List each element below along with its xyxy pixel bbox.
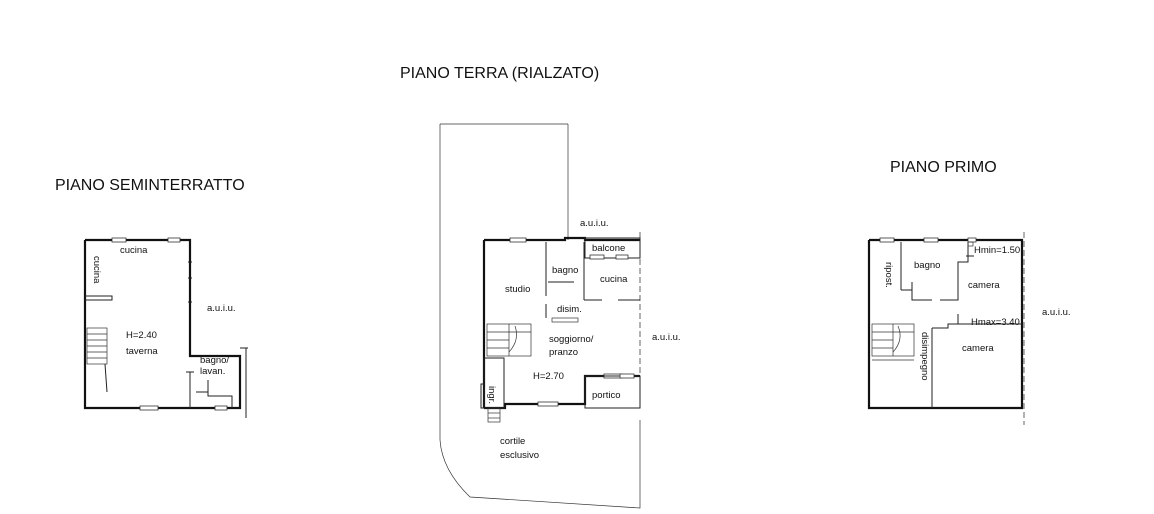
room-cucina-top: cucina [120, 245, 148, 256]
room-portico: portico [592, 390, 621, 401]
label-cortile: cortile [500, 436, 525, 447]
room-camera-bottom: camera [962, 343, 994, 354]
room-bagno-terra: bagno [552, 265, 578, 276]
room-studio: studio [505, 284, 530, 295]
room-height-terra: H=2.70 [533, 371, 564, 382]
title-piano-seminterrato: PIANO SEMINTERRATTO [55, 177, 245, 194]
room-cucina-side: cucina [91, 256, 102, 284]
plan-primo: Hmin=1.50 bagno ripost. camera Hmax=3.40… [867, 232, 1071, 425]
room-disimpegno-terra: disim. [557, 304, 582, 315]
room-cucina-terra: cucina [600, 274, 628, 285]
room-ingresso: ingr. [486, 386, 497, 404]
room-camera-top: camera [968, 280, 1000, 291]
room-pranzo: pranzo [549, 347, 578, 358]
room-soggiorno: soggiorno/ [549, 334, 594, 345]
room-height-seminterrato: H=2.40 [126, 330, 157, 341]
room-balcone: balcone [592, 243, 625, 254]
label-hmax: Hmax=3.40 [971, 317, 1020, 328]
plan-terra: a.u.i.u. balcone studio bagno cucina dis… [439, 123, 681, 509]
title-piano-terra: PIANO TERRA (RIALZATO) [400, 65, 599, 82]
room-taverna: taverna [126, 346, 158, 357]
room-bagno-primo: bagno [914, 260, 940, 271]
plan-seminterrato: cucina cucina H=2.40 taverna bagno/ lava… [83, 237, 248, 418]
room-bagno-lavan-2: lavan. [200, 366, 225, 377]
room-bagno-lavan-1: bagno/ [200, 355, 229, 366]
label-auiu-primo: a.u.i.u. [1042, 307, 1071, 318]
label-auiu-terra-right: a.u.i.u. [652, 332, 681, 343]
label-hmin: Hmin=1.50 [974, 245, 1020, 256]
room-disimpegno-primo: disimpegno [919, 332, 930, 381]
label-auiu-seminterrato: a.u.i.u. [207, 303, 236, 314]
label-esclusivo: esclusivo [500, 450, 539, 461]
title-piano-primo: PIANO PRIMO [890, 159, 997, 176]
room-ripostiglio: ripost. [883, 262, 894, 288]
label-auiu-terra-top: a.u.i.u. [580, 218, 609, 229]
